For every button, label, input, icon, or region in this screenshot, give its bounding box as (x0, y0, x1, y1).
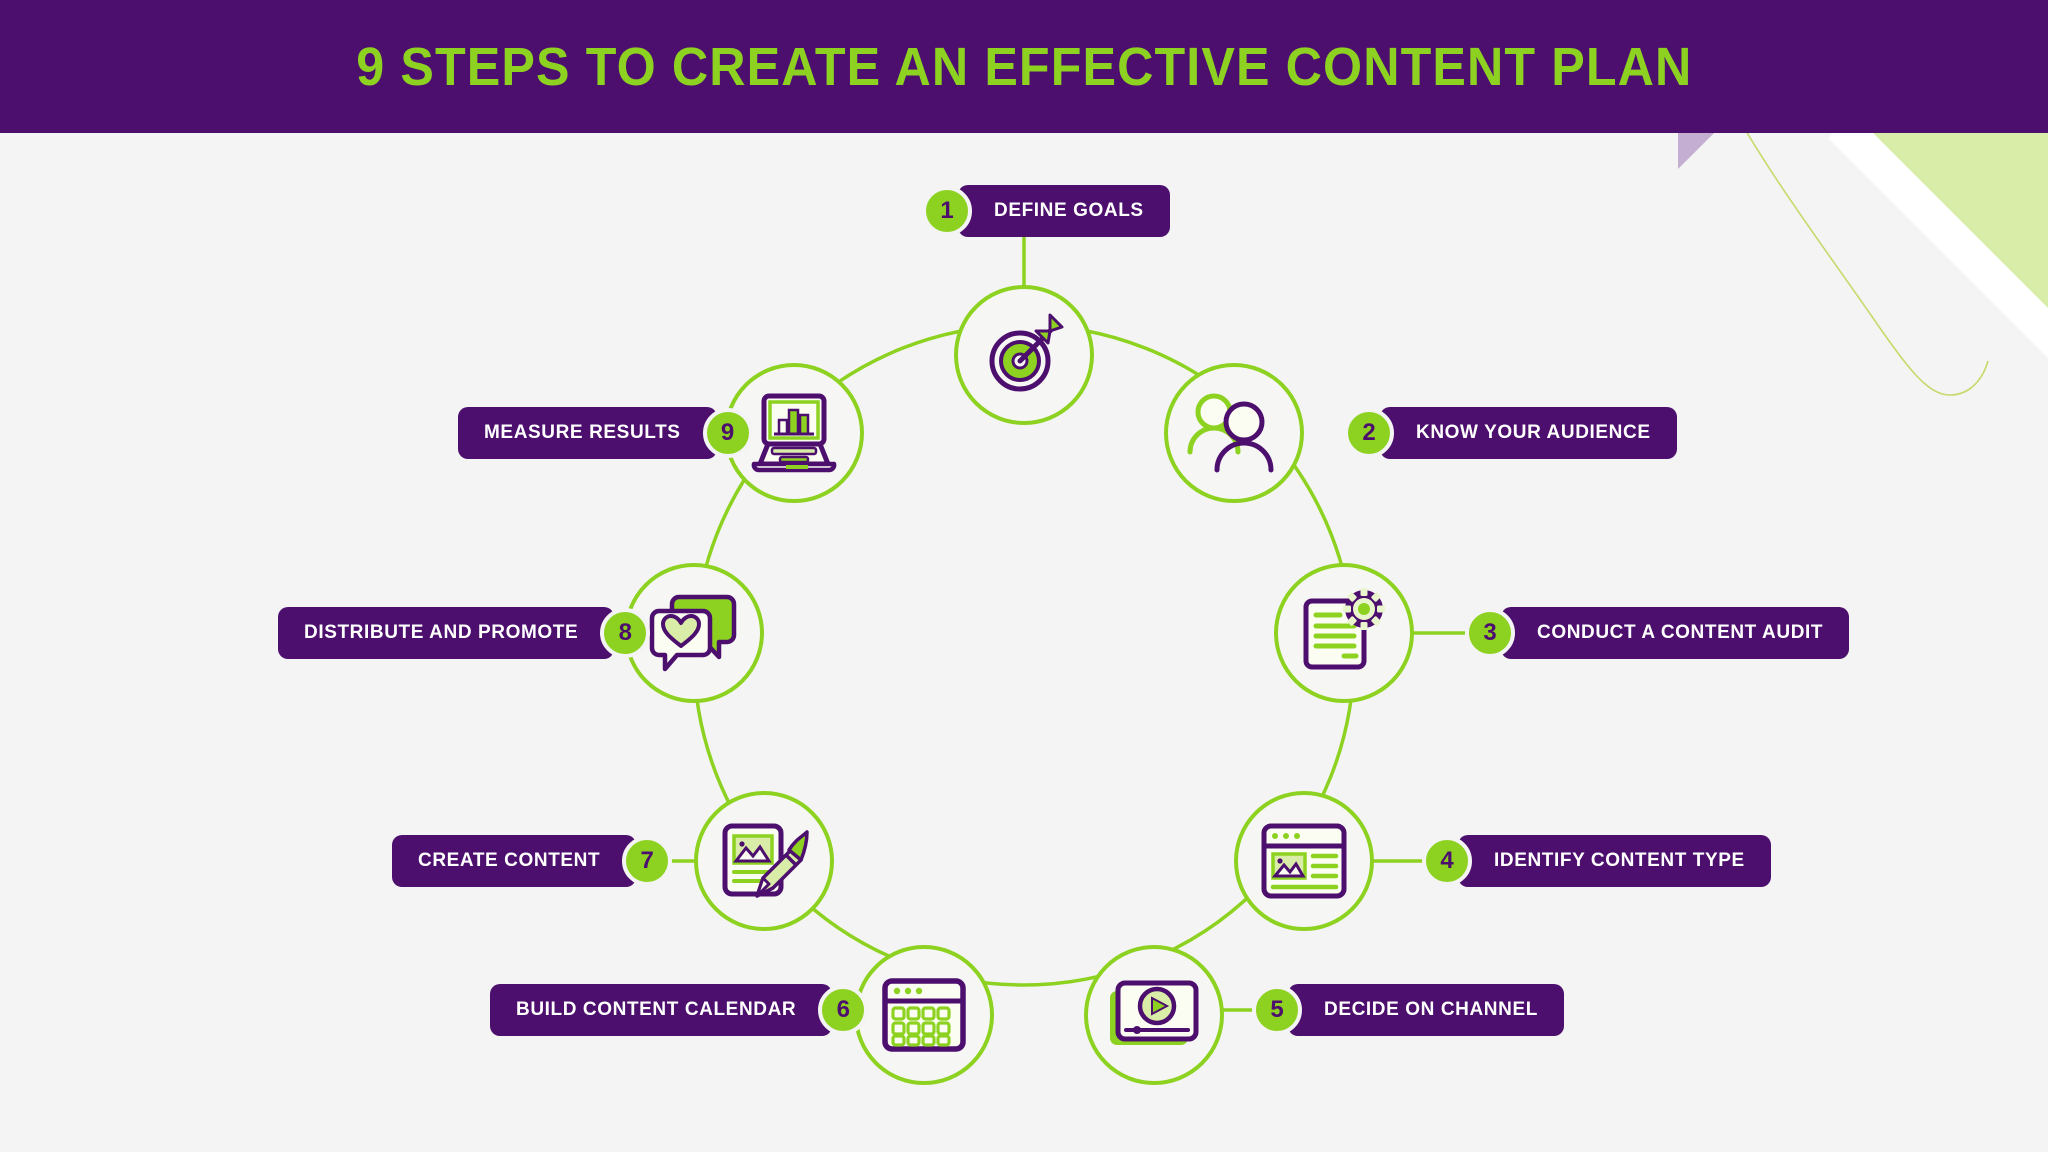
node-circle-1[interactable] (954, 285, 1094, 425)
document-gear-icon (1303, 588, 1385, 670)
step-label-3[interactable]: 3 CONDUCT A CONTENT AUDIT (1465, 607, 1850, 659)
audience-icon (1187, 393, 1274, 473)
node-circle-2[interactable] (1164, 363, 1304, 503)
step-number-1: 1 (922, 186, 972, 236)
step-number-9: 9 (702, 408, 753, 458)
step-text-4: IDENTIFY CONTENT TYPE (1458, 835, 1771, 887)
step-number-7: 7 (622, 836, 673, 886)
page-title: 9 STEPS TO CREATE AN EFFECTIVE CONTENT P… (355, 36, 1693, 97)
step-text-2: KNOW YOUR AUDIENCE (1380, 407, 1677, 459)
node-circle-3[interactable] (1274, 563, 1414, 703)
step-number-6: 6 (818, 985, 869, 1035)
header-banner: 9 STEPS TO CREATE AN EFFECTIVE CONTENT P… (0, 0, 2048, 133)
step-text-3: CONDUCT A CONTENT AUDIT (1501, 607, 1850, 659)
step-label-5[interactable]: 5 DECIDE ON CHANNEL (1252, 984, 1564, 1036)
calendar-icon (882, 978, 966, 1052)
step-text-1: DEFINE GOALS (958, 185, 1170, 237)
step-text-5: DECIDE ON CHANNEL (1288, 984, 1564, 1036)
step-label-1[interactable]: 1 DEFINE GOALS (922, 185, 1170, 237)
step-number-4: 4 (1422, 836, 1472, 886)
step-label-7[interactable]: CREATE CONTENT 7 (392, 835, 673, 887)
step-label-4[interactable]: 4 IDENTIFY CONTENT TYPE (1422, 835, 1771, 887)
laptop-chart-icon (751, 393, 837, 473)
step-label-2[interactable]: 2 KNOW YOUR AUDIENCE (1344, 407, 1677, 459)
step-text-8: DISTRIBUTE AND PROMOTE (278, 607, 615, 659)
step-text-7: CREATE CONTENT (392, 835, 637, 887)
step-number-3: 3 (1465, 608, 1515, 658)
node-circle-4[interactable] (1234, 791, 1374, 931)
step-label-9[interactable]: MEASURE RESULTS 9 (458, 407, 753, 459)
browser-media-icon (1261, 823, 1347, 899)
node-circle-5[interactable] (1084, 945, 1224, 1085)
design-brush-icon (722, 823, 809, 898)
node-circle-8[interactable] (624, 563, 764, 703)
step-label-6[interactable]: BUILD CONTENT CALENDAR 6 (490, 984, 869, 1036)
chat-heart-icon (649, 594, 737, 672)
step-number-8: 8 (600, 608, 651, 658)
step-number-5: 5 (1252, 985, 1302, 1035)
step-text-6: BUILD CONTENT CALENDAR (490, 984, 833, 1036)
step-label-8[interactable]: DISTRIBUTE AND PROMOTE 8 (278, 607, 651, 659)
video-player-icon (1110, 980, 1199, 1045)
step-text-9: MEASURE RESULTS (458, 407, 717, 459)
target-icon (989, 313, 1064, 392)
node-circle-7[interactable] (694, 791, 834, 931)
node-circle-6[interactable] (854, 945, 994, 1085)
step-number-2: 2 (1344, 408, 1394, 458)
